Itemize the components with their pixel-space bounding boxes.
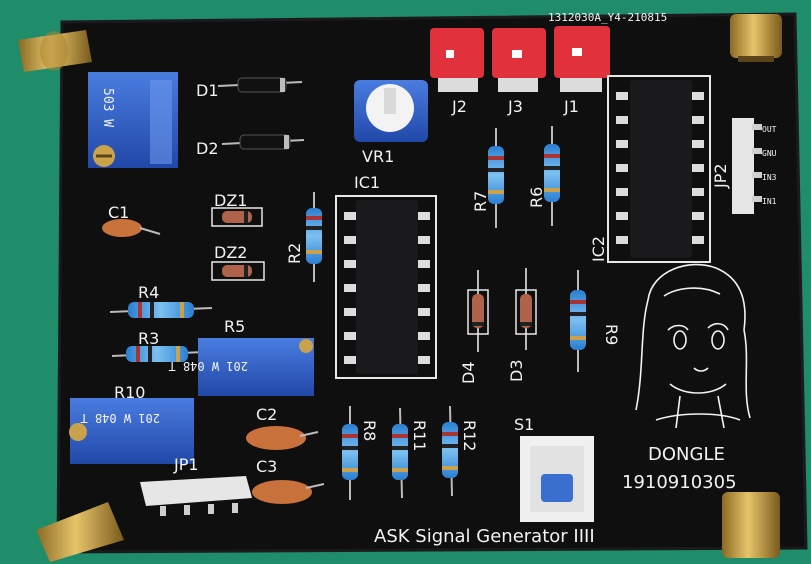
header-jp2 xyxy=(732,118,762,214)
label-j3: J3 xyxy=(507,97,523,116)
resistor-r3 xyxy=(111,346,205,362)
label-jp1: JP1 xyxy=(173,455,199,474)
board-code: 1312030A_Y4-210815 xyxy=(548,11,667,24)
label-d4: D4 xyxy=(459,362,478,385)
label-r11: R11 xyxy=(410,420,429,451)
zener-dz1 xyxy=(211,207,263,227)
jp2-pin-1: GNU xyxy=(762,149,777,158)
standoff-top-left xyxy=(18,30,92,72)
label-dz1: DZ1 xyxy=(214,191,247,210)
ic2-chip xyxy=(607,75,711,263)
standoff-bottom-left xyxy=(36,502,124,562)
resistor-r8 xyxy=(342,406,358,500)
diode-d2 xyxy=(221,134,305,150)
label-r9: R9 xyxy=(602,324,621,345)
jumper-j2 xyxy=(430,28,484,92)
anime-girl-drawing xyxy=(635,263,751,429)
jp2-pin-0: OUT xyxy=(762,125,777,134)
trimmer-vr1 xyxy=(354,80,428,142)
resistor-r6 xyxy=(544,126,560,226)
trimpot-r5-marking: 201 W 048 T xyxy=(169,359,248,373)
label-ic1: IC1 xyxy=(354,173,380,192)
resistor-r2 xyxy=(306,192,322,282)
resistor-r4 xyxy=(109,302,213,318)
label-r7: R7 xyxy=(471,191,490,212)
ic1-chip xyxy=(335,195,437,379)
header-jp1 xyxy=(140,476,252,516)
resistor-r9 xyxy=(570,270,586,372)
label-r8: R8 xyxy=(360,420,379,441)
jp2-pin-3: IN1 xyxy=(762,197,777,206)
label-s1: S1 xyxy=(514,415,534,434)
capacitor-c3 xyxy=(252,480,325,504)
label-r6: R6 xyxy=(527,187,546,208)
diode-d3 xyxy=(515,268,537,350)
standoff-bottom-right xyxy=(722,492,780,558)
resistor-r12 xyxy=(442,405,458,497)
jp2-pin-2: IN3 xyxy=(762,173,777,182)
zener-dz2 xyxy=(211,261,265,281)
label-r2: R2 xyxy=(285,243,304,264)
trimpot-r10: 201 W 048 T xyxy=(69,398,194,464)
label-dz2: DZ2 xyxy=(214,243,247,262)
board-title: ASK Signal Generator IIII xyxy=(374,526,595,547)
switch-s1 xyxy=(520,436,594,522)
diode-d1 xyxy=(217,77,303,93)
label-r3: R3 xyxy=(138,329,159,348)
label-r4: R4 xyxy=(138,283,159,302)
resistor-r7 xyxy=(488,128,504,228)
label-d3: D3 xyxy=(507,360,526,383)
standoff-top-right xyxy=(730,14,782,62)
trimpot-r10-marking: 201 W 048 T xyxy=(81,411,160,425)
label-c2: C2 xyxy=(256,405,277,424)
label-d2: D2 xyxy=(196,139,219,158)
resistor-r11 xyxy=(392,407,408,499)
trimpot-marking: 503 W xyxy=(100,88,115,127)
label-vr1: VR1 xyxy=(362,147,394,166)
capacitor-c2 xyxy=(246,426,319,450)
jumper-j3 xyxy=(492,28,546,92)
label-j2: J2 xyxy=(451,97,467,116)
label-ic2: IC2 xyxy=(589,236,608,262)
trimpot-r5: 201 W 048 T xyxy=(169,338,314,396)
author-id: 1910910305 xyxy=(622,472,737,493)
capacitor-c1 xyxy=(102,219,161,237)
label-c3: C3 xyxy=(256,457,277,476)
label-j1: J1 xyxy=(563,97,579,116)
diode-d4 xyxy=(467,270,489,352)
label-c1: C1 xyxy=(108,203,129,222)
author-name: DONGLE xyxy=(648,444,725,465)
label-r12: R12 xyxy=(460,420,479,451)
trimpot-top-left: 503 W xyxy=(88,72,178,168)
label-r10: R10 xyxy=(114,383,145,402)
label-jp2: JP2 xyxy=(711,163,730,189)
label-r5: R5 xyxy=(224,317,245,336)
label-d1: D1 xyxy=(196,81,219,100)
jumper-j1 xyxy=(554,26,610,92)
